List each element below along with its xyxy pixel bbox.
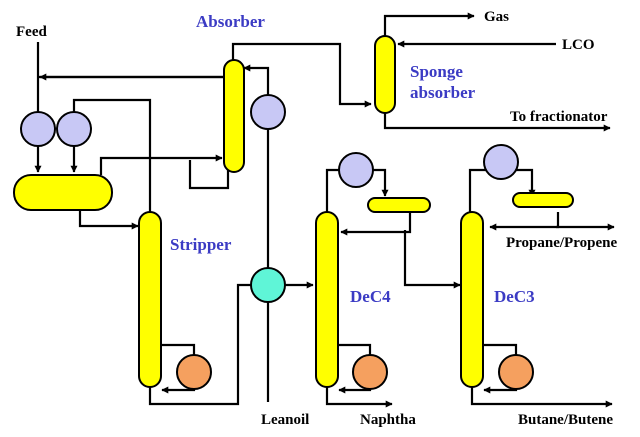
to-fractionator-line [383, 112, 611, 132]
sponge-label-line2: absorber [410, 83, 476, 102]
dec3-column [460, 211, 484, 388]
leanoil-label: Leanoil [261, 412, 309, 428]
absorber-overhead-to-sponge [231, 42, 372, 108]
feed-cooler-icon [20, 111, 56, 147]
stripper-label: Stripper [170, 235, 232, 254]
stripper-column [138, 211, 162, 388]
dec4-reflux-drum [367, 197, 431, 213]
leanoil-cooler-icon [250, 94, 286, 130]
drum-liquid-to-stripper [78, 208, 139, 230]
gas-line [383, 12, 475, 36]
dec3-condenser-icon [483, 144, 519, 180]
absorber-label: Absorber [196, 12, 265, 31]
feed-separator-drum [13, 174, 113, 211]
butane-butene-label: Butane/Butene [518, 412, 613, 428]
stream-labels: Feed Gas LCO To fractionator Leanoil Nap… [16, 9, 617, 428]
absorber-side-line [188, 160, 230, 190]
dec4-condenser-icon [338, 152, 374, 188]
stripper-reboiler-icon [176, 354, 212, 390]
vessels [13, 35, 574, 388]
feed-effluent-exchanger-icon [250, 267, 286, 303]
absorber-bottoms-return [38, 60, 235, 79]
feed-label: Feed [16, 24, 47, 40]
dec4-reflux-line [340, 212, 412, 236]
dec3-reboiler-icon [498, 354, 534, 390]
dec3-reflux-drum [512, 192, 574, 208]
naphtha-line [325, 386, 393, 408]
dec4-column [315, 211, 339, 388]
absorber-column [223, 59, 245, 173]
to-fractionator-label: To fractionator [510, 109, 608, 125]
dec4-reboiler-icon [352, 354, 388, 390]
naphtha-label: Naphtha [360, 412, 416, 428]
dec3-label: DeC3 [494, 287, 535, 306]
stripper-overhead-cooler-icon [56, 111, 92, 147]
drum-vapour-to-absorber [99, 154, 223, 175]
dec3-reflux-line [489, 212, 560, 231]
sponge-label-line1: Sponge [410, 62, 463, 81]
lco-label: LCO [562, 37, 595, 53]
propane-propene-label: Propane/Propene [506, 235, 617, 251]
gas-label: Gas [484, 9, 509, 25]
dec4-to-dec3-line [403, 230, 461, 289]
sponge-absorber-column [374, 35, 396, 114]
dec4-label: DeC4 [350, 287, 391, 306]
unit-labels: Absorber Sponge absorber Stripper DeC4 D… [170, 12, 535, 306]
heat-transfer-equipment [20, 94, 534, 390]
butane-butene-line [470, 386, 613, 408]
